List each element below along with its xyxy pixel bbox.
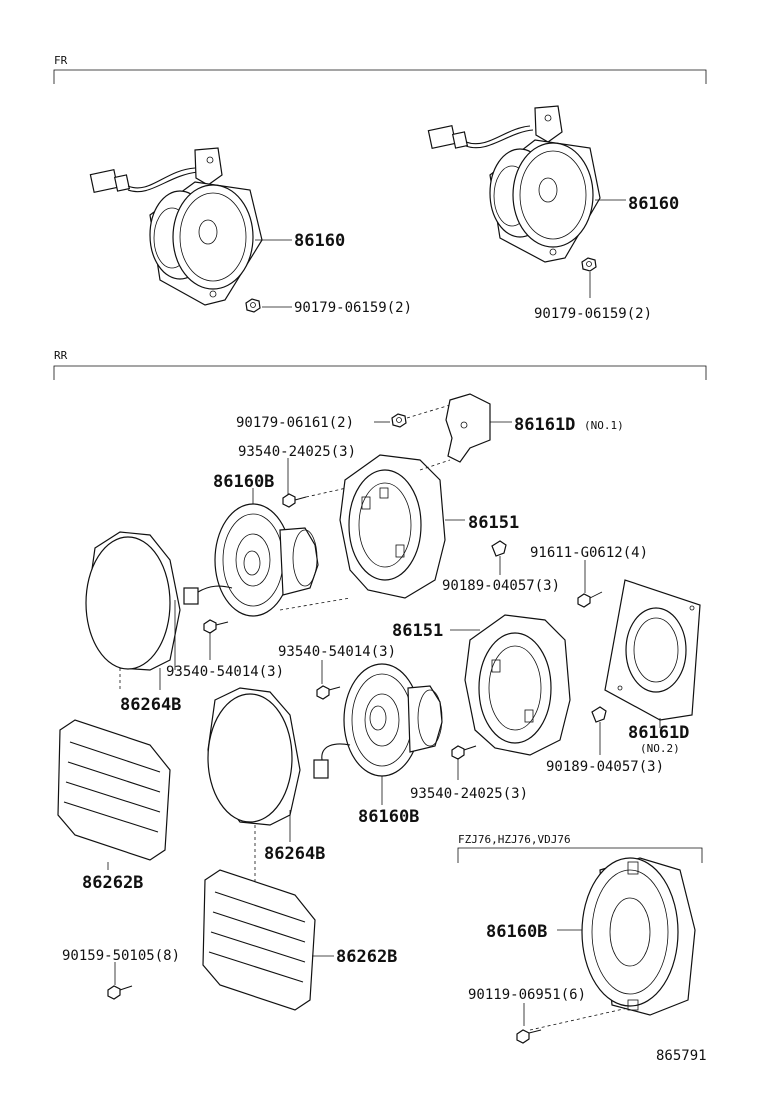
front-left-nut — [245, 298, 292, 313]
label-bracket-no2: 86161D — [628, 723, 689, 743]
screw-mid-center — [316, 660, 341, 700]
clip-bottom — [591, 706, 607, 755]
bracket-no2 — [604, 579, 701, 728]
section-variant-label: FZJ76,HZJ76,VDJ76 — [458, 833, 571, 846]
speaker-rear-bottom — [313, 663, 443, 805]
screw-bottom — [451, 745, 477, 780]
label-spacer-bottom: 86151 — [392, 621, 443, 641]
label-cover-bottom: 86264B — [264, 844, 325, 864]
front-left-speaker — [89, 147, 292, 306]
label-screw-top: 93540-24025(3) — [238, 444, 356, 460]
label-speaker-variant: 86160B — [486, 922, 547, 942]
grille-right — [202, 869, 334, 1011]
label-bracket-no2-note: (NO.2) — [640, 742, 680, 755]
screw-mid-left — [203, 619, 229, 660]
section-variant-header: FZJ76,HZJ76,VDJ76 — [457, 833, 703, 863]
label-screw-mid-left: 93540-54014(3) — [166, 664, 284, 680]
label-clip-right: 91611-G0612(4) — [530, 545, 648, 561]
speaker-rear-top — [183, 488, 351, 617]
bracket-no1 — [445, 393, 512, 463]
cover-top — [85, 531, 181, 690]
label-clip-mid: 90189-04057(3) — [442, 578, 560, 594]
diagram-id: 865791 — [656, 1048, 707, 1064]
screw-grille — [107, 962, 133, 1000]
rear-nut-top — [374, 404, 451, 428]
screw-variant — [516, 1003, 542, 1044]
front-right-speaker — [427, 105, 626, 263]
clip-right — [577, 560, 603, 608]
speaker-variant — [529, 857, 696, 1031]
label-fr-nut-left: 90179-06159(2) — [294, 300, 412, 316]
label-fr-speaker-right: 86160 — [628, 194, 679, 214]
label-clip-bottom: 90189-04057(3) — [546, 759, 664, 775]
spacer-bottom — [450, 614, 571, 756]
label-speaker-rear-bottom: 86160B — [358, 807, 419, 827]
label-bracket-no1: 86161D — [514, 415, 575, 435]
label-rr-nut-top: 90179-06161(2) — [236, 415, 354, 431]
label-grille-left: 86262B — [82, 873, 143, 893]
screw-top — [282, 458, 361, 508]
label-screw-bottom: 93540-24025(3) — [410, 786, 528, 802]
clip-mid — [491, 540, 507, 575]
cover-bottom — [207, 687, 301, 895]
label-bracket-no1-note: (NO.1) — [584, 419, 624, 432]
grille-left — [57, 719, 171, 870]
label-screw-mid-center: 93540-54014(3) — [278, 644, 396, 660]
section-front-label: FR — [54, 54, 68, 67]
label-spacer-top: 86151 — [468, 513, 519, 533]
spacer-top — [339, 454, 465, 599]
section-front-header: FR — [53, 54, 707, 84]
label-screw-grille: 90159-50105(8) — [62, 948, 180, 964]
label-fr-speaker-left: 86160 — [294, 231, 345, 251]
label-speaker-rear-top: 86160B — [213, 472, 274, 492]
label-screw-variant: 90119-06951(6) — [468, 987, 586, 1003]
front-right-nut — [581, 257, 597, 298]
label-grille-right: 86262B — [336, 947, 397, 967]
section-rear-label: RR — [54, 349, 68, 362]
section-rear-header: RR — [53, 349, 707, 380]
label-cover-top: 86264B — [120, 695, 181, 715]
label-fr-nut-right: 90179-06159(2) — [534, 306, 652, 322]
